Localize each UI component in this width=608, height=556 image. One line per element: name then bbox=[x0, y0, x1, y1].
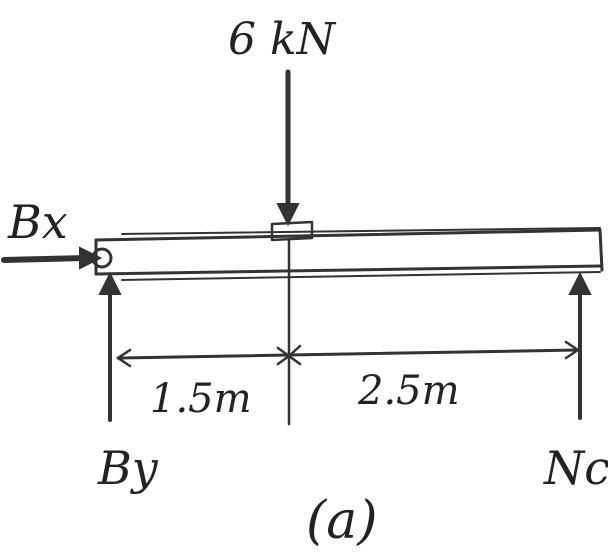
load-label: 6 kN bbox=[228, 14, 337, 65]
reaction-bx-arrow bbox=[1, 246, 113, 270]
reaction-nc-arrow bbox=[568, 271, 592, 420]
figure-label: (a) bbox=[306, 491, 378, 551]
reaction-nc-label: Nc bbox=[543, 441, 608, 495]
reaction-by-label: By bbox=[97, 441, 159, 495]
reaction-by-arrow bbox=[98, 271, 122, 422]
dimension-left-label: 1.5m bbox=[150, 376, 252, 422]
dimension-right-label: 2.5m bbox=[357, 368, 460, 414]
beam bbox=[94, 220, 604, 281]
dimension-line bbox=[116, 340, 580, 368]
reaction-bx-label: Bx bbox=[7, 195, 68, 249]
load-arrow bbox=[276, 69, 300, 227]
